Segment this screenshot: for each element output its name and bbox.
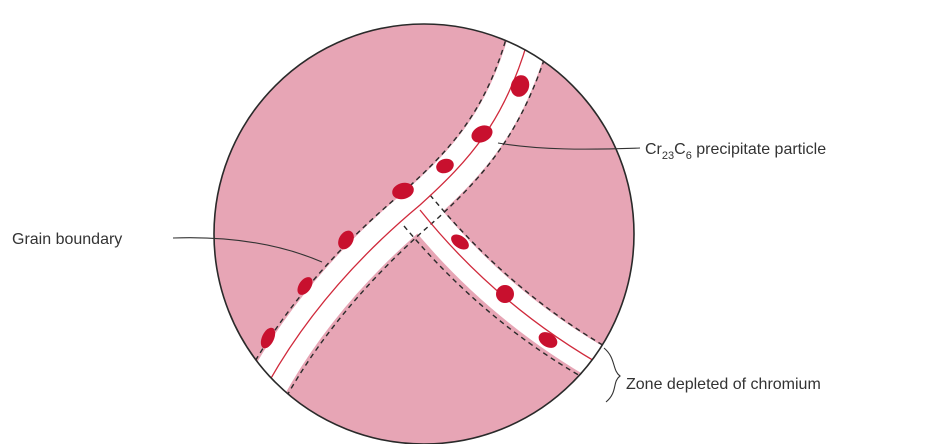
depleted-zone-brace [604, 348, 620, 402]
precipitate-particle [496, 285, 514, 303]
depleted-zone-label: Zone depleted of chromium [626, 376, 821, 393]
precipitate-label: Cr23C6 precipitate particle [645, 141, 826, 162]
grain-boundary-label: Grain boundary [12, 231, 122, 248]
